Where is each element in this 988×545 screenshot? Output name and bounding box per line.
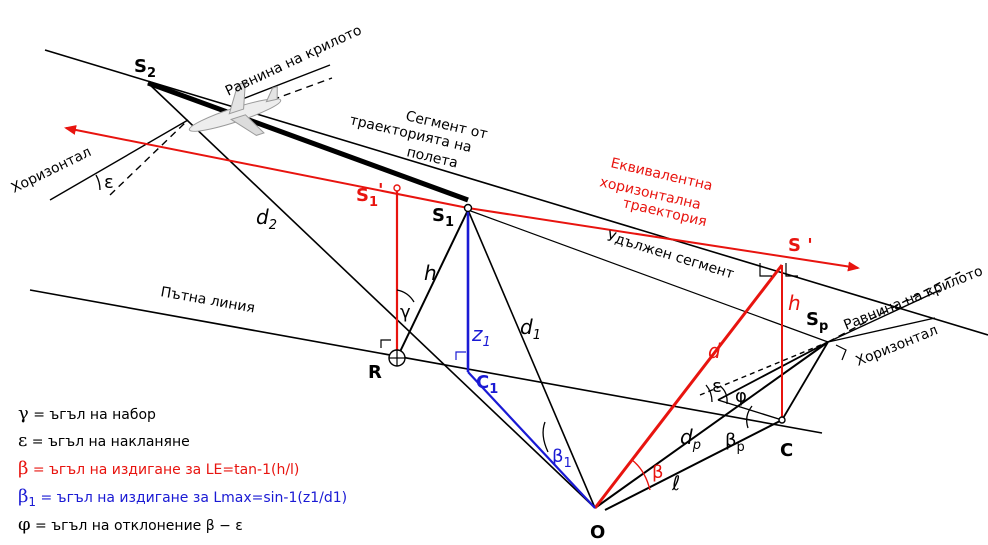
left-horizontal-line: [49, 119, 189, 201]
angle-arcs: [95, 174, 753, 429]
point-o-label: O: [590, 522, 605, 543]
legend-item: β = ъгъл на издигане за LE=tan-1(h/l): [18, 458, 299, 479]
left-wing-plane-line: [109, 119, 189, 196]
l-symbol: ℓ: [671, 471, 680, 495]
d-symbol: d: [708, 339, 721, 363]
equivalent-horizontal-right: [467, 207, 860, 272]
phi-symbol: φ: [735, 386, 747, 407]
angle-symbols: γ ε ε φ β1 β βp: [104, 172, 747, 483]
horizontal-label-left: Хоризонтал: [9, 144, 94, 197]
right-angle-marker: [380, 263, 847, 361]
dp-line: [594, 341, 829, 509]
equivalent-horizontal-left: [64, 125, 469, 209]
point-c-label: C: [780, 440, 793, 461]
sp-to-c-line: [781, 341, 829, 421]
horizontal-label-right: Хоризонтал: [854, 322, 941, 369]
c-point: [778, 416, 786, 424]
extended-segment-label: Удължен сегмент: [605, 229, 736, 283]
c1-to-o-line: [467, 371, 596, 509]
d2-symbol: d2: [256, 205, 277, 233]
red-construction: [64, 125, 860, 509]
l-line: [604, 419, 783, 511]
right-wing-plane-dashed: [827, 271, 961, 343]
point-c1-label: C1: [476, 372, 498, 397]
point-sp-label: Sp: [806, 309, 828, 334]
ground-track-line: [29, 289, 823, 434]
beta1-symbol: β1: [552, 446, 572, 471]
segment-symbols: d2 h z1 d1 d h dp ℓ: [256, 205, 801, 495]
point-s1prime-label: S1': [356, 180, 384, 210]
point-s2-label: S2: [134, 56, 156, 81]
d-line: [593, 264, 784, 509]
gamma-symbol: γ: [400, 302, 411, 323]
sp-to-c-left-line: [717, 341, 829, 401]
extended-segment-line: [467, 209, 829, 343]
right-wing-plane-solid: [827, 289, 941, 343]
legend-item: β1 = ъгъл на издигане за Lmax=sin-1(z1/d…: [18, 486, 347, 509]
beta-arc: [631, 459, 651, 491]
legend: γ = ъгъл на набор ε = ъгъл на накланяне …: [18, 403, 347, 535]
epsilon-right-symbol: ε: [712, 376, 722, 397]
h-right-symbol: h: [788, 291, 801, 315]
point-sprime-label: S ': [788, 235, 813, 256]
legend-item: γ = ъгъл на набор: [18, 403, 156, 424]
point-r-label: R: [368, 362, 382, 383]
construction-lines: [29, 49, 988, 511]
point-s1-label: S1: [432, 205, 454, 230]
d2-line: [147, 82, 596, 509]
legend-item: ε = ъгъл на накланяне: [18, 430, 190, 451]
s1-point: [463, 203, 473, 213]
h-left-symbol: h: [424, 261, 437, 285]
d1-symbol: d1: [520, 315, 541, 343]
flight-path-line: [44, 49, 988, 336]
blue-construction: [466, 210, 596, 509]
ground-track-label: Пътна линия: [159, 284, 256, 316]
wing-plane-label-top: Равнина на крилото: [223, 22, 364, 99]
beta1-arc: [542, 421, 549, 453]
dp-symbol: dp: [680, 425, 701, 453]
right-horizontal-line: [827, 317, 936, 343]
legend-item: φ = ъгъл на отклонение β − ε: [18, 514, 243, 535]
s1prime-point: [393, 184, 401, 192]
h-left-line: [396, 209, 469, 359]
betap-symbol: βp: [725, 430, 745, 455]
flight-segment-thick: [147, 80, 469, 203]
crosshair-circle: [388, 349, 406, 367]
d1-line: [467, 209, 596, 509]
airplane-icon: [188, 81, 282, 136]
beta-symbol: β: [652, 462, 664, 483]
point-labels: S2 S1' S1 S ' Sp R C1 C O: [134, 56, 828, 543]
epsilon-left-symbol: ε: [104, 172, 114, 193]
top-horizontal-line: [239, 64, 331, 101]
z1-symbol: z1: [471, 322, 491, 350]
